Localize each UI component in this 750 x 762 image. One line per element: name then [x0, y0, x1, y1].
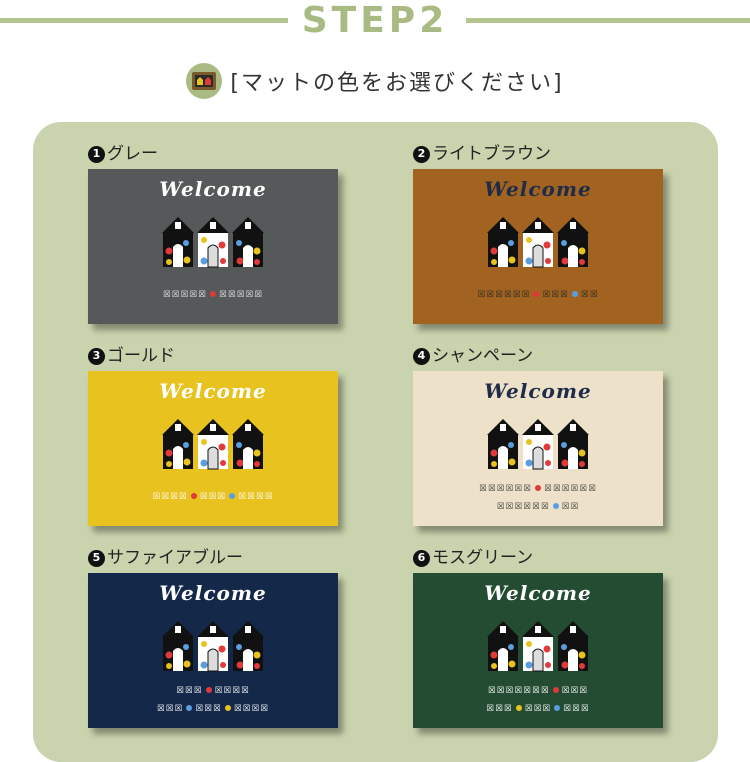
mat-text-segment: ☒☒☒	[524, 700, 552, 715]
flower-dot-icon	[515, 704, 522, 711]
flower-dot-icon	[552, 686, 559, 693]
mat-text-segment: ☒☒	[580, 286, 599, 301]
mat-text-line-1: ☒☒☒☒☒☒ ☒☒☒☒☒☒	[413, 479, 663, 496]
mat-text-segment: ☒☒☒	[563, 700, 590, 715]
option-number-badge: 6	[413, 549, 430, 567]
mat-preview[interactable]: Welcome	[88, 169, 338, 324]
mat-text-segment: ☒☒☒☒	[238, 488, 274, 503]
mat-preview[interactable]: Welcome	[413, 169, 663, 324]
mat-text-segment: ☒☒☒☒☒	[219, 286, 264, 301]
flower-dot-icon	[190, 492, 197, 499]
mat-preview[interactable]: Welcome	[88, 573, 338, 728]
mat-text-segment: ☒☒☒☒	[233, 700, 270, 715]
header-line-right	[466, 18, 750, 23]
mat-text-line-2: ☒☒☒☒☒☒☒☒☒☒	[88, 699, 338, 716]
mat-preview[interactable]: Welcome	[413, 371, 663, 526]
mat-text-line-1: ☒☒☒☒☒☒☒☒☒☒☒	[413, 285, 663, 302]
flower-dot-icon	[229, 492, 236, 499]
option-color-name: シャンペーン	[432, 346, 534, 366]
step-title: STEP2	[301, 0, 449, 41]
mat-preview[interactable]: Welcome	[88, 371, 338, 526]
houses-illustration-icon	[485, 619, 591, 673]
mat-text-line-1: ☒☒☒☒☒☒☒	[88, 681, 338, 698]
mat-text-segment: ☒☒☒	[561, 682, 589, 697]
option-color-name: モスグリーン	[432, 548, 534, 568]
flower-dot-icon	[535, 484, 541, 491]
mat-text-segment: ☒☒☒	[176, 682, 203, 697]
flower-dot-icon	[224, 704, 231, 711]
flower-dot-icon	[552, 502, 559, 509]
mat-text-segment: ☒☒☒☒☒☒☒	[487, 682, 550, 697]
mat-text-line-2: ☒☒☒ ☒☒☒ ☒☒☒	[413, 699, 663, 716]
welcome-text: Welcome	[159, 177, 267, 201]
mat-text-segment: ☒☒☒☒☒☒	[544, 480, 597, 495]
flower-dot-icon	[554, 704, 561, 711]
flower-dot-icon	[205, 686, 212, 693]
option-color-name: ゴールド	[107, 346, 175, 366]
mat-text-segment: ☒☒☒	[156, 700, 184, 715]
mat-text-segment: ☒☒☒	[199, 488, 227, 503]
houses-illustration-icon	[160, 215, 266, 269]
mat-preview[interactable]: Welcome	[413, 573, 663, 728]
doormat-icon	[186, 63, 223, 99]
option-number-badge: 4	[413, 347, 430, 365]
flower-dot-icon	[571, 290, 578, 297]
mat-text-segment: ☒☒	[561, 498, 580, 513]
mat-text-segment: ☒☒☒☒☒	[162, 286, 207, 301]
mat-text-segment: ☒☒☒☒	[214, 682, 250, 697]
subtitle: [マットの色をお選びください]	[230, 71, 564, 96]
mat-text-segment: ☒☒☒☒	[152, 488, 188, 503]
mat-text-line-2: ☒☒☒☒☒☒☒☒	[413, 497, 663, 514]
option-number-badge: 2	[413, 145, 430, 163]
flower-dot-icon	[186, 704, 193, 711]
option-color-name: サファイアブルー	[107, 548, 243, 568]
welcome-text: Welcome	[484, 379, 592, 403]
houses-illustration-icon	[160, 619, 266, 673]
flower-dot-icon	[533, 290, 540, 297]
option-number-badge: 3	[88, 347, 105, 365]
mat-text-segment: ☒☒☒	[486, 700, 513, 715]
option-number-badge: 5	[88, 549, 105, 567]
houses-illustration-icon	[485, 215, 591, 269]
mat-text-line-1: ☒☒☒☒☒☒☒☒☒☒	[413, 681, 663, 698]
welcome-text: Welcome	[484, 581, 592, 605]
mat-text-segment: ☒☒☒	[542, 286, 569, 301]
header-line-left	[0, 18, 288, 23]
welcome-text: Welcome	[159, 581, 267, 605]
mat-text-line-1: ☒☒☒☒☒☒☒☒☒☒☒	[88, 487, 338, 504]
option-number-badge: 1	[88, 145, 105, 163]
option-color-name: ライトブラウン	[432, 144, 551, 164]
houses-illustration-icon	[485, 417, 591, 471]
mat-text-segment: ☒☒☒☒☒☒	[496, 498, 550, 513]
welcome-text: Welcome	[159, 379, 267, 403]
welcome-text: Welcome	[484, 177, 592, 201]
subtitle-row: [マットの色をお選びください]	[0, 63, 750, 103]
mat-text-segment: ☒☒☒☒☒☒	[477, 286, 531, 301]
flower-dot-icon	[210, 290, 216, 297]
houses-illustration-icon	[160, 417, 266, 471]
mat-text-segment: ☒☒☒	[195, 700, 222, 715]
mat-text-line-1: ☒☒☒☒☒ ☒☒☒☒☒	[88, 285, 338, 302]
mat-text-segment: ☒☒☒☒☒☒	[479, 480, 532, 495]
option-color-name: グレー	[107, 144, 158, 164]
